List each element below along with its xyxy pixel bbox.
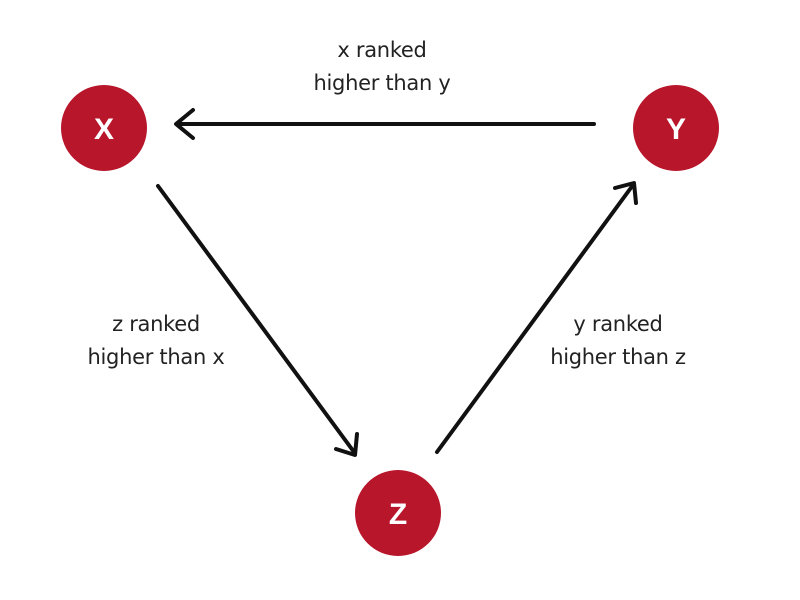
node-y: Y — [633, 85, 719, 171]
arrow-y-to-x — [174, 108, 596, 140]
edge-label-x-to-z: z ranked higher than x — [56, 308, 256, 374]
node-y-label: Y — [666, 113, 686, 146]
arrow-z-to-y — [435, 181, 638, 454]
edge-label-z-to-y-line1: y ranked — [573, 312, 663, 336]
edge-label-z-to-y-line2: higher than z — [550, 345, 686, 369]
edge-label-y-to-x: x ranked higher than y — [282, 34, 482, 100]
edge-label-x-to-z-line2: higher than x — [87, 345, 225, 369]
edge-label-y-to-x-line2: higher than y — [313, 71, 451, 95]
arrow-x-to-z — [156, 184, 359, 457]
node-z: Z — [355, 470, 441, 556]
edge-label-y-to-x-line1: x ranked — [337, 38, 427, 62]
edge-label-z-to-y: y ranked higher than z — [518, 308, 718, 374]
edge-label-x-to-z-line1: z ranked — [112, 312, 200, 336]
node-x-label: X — [94, 113, 114, 146]
node-x: X — [61, 85, 147, 171]
node-z-label: Z — [389, 498, 407, 531]
